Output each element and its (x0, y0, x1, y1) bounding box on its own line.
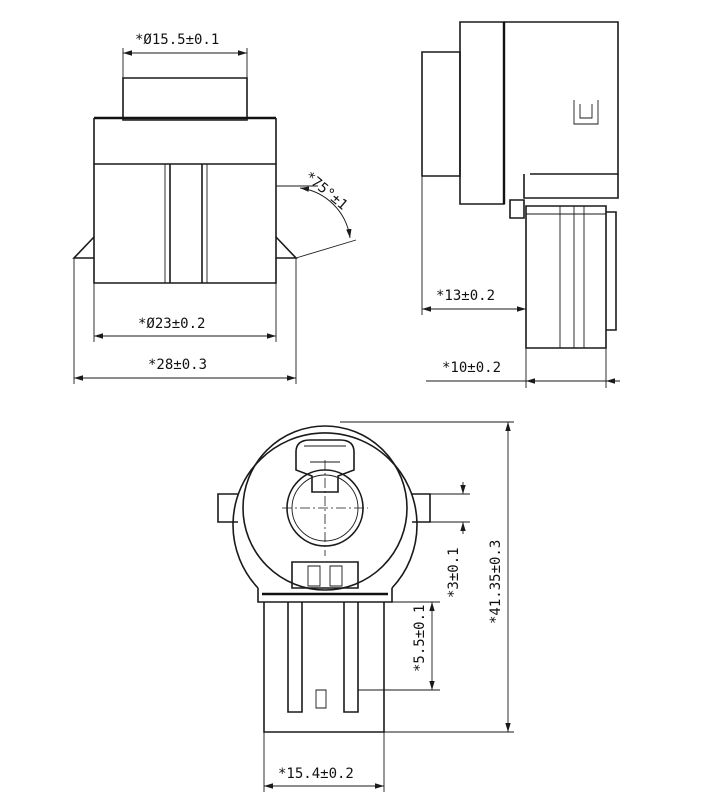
dim-bottom-height: *41.35±0.3 (488, 540, 504, 624)
dim-angle: *75°±1 (301, 169, 350, 214)
dim-offset-mid: *5.5±0.1 (412, 605, 428, 672)
bottom-dimensions: *41.35±0.3 *3±0.1 *5.5±0.1 *15.4±0.2 (263, 421, 514, 792)
front-view (72, 77, 298, 284)
dim-overall-width: *28±0.3 (148, 357, 207, 373)
dim-bottom-width: *15.4±0.2 (278, 766, 354, 782)
dim-mid-width: *Ø23±0.2 (138, 316, 205, 332)
bottom-view (217, 425, 431, 733)
side-dimensions: *13±0.2 *10±0.2 (421, 176, 620, 388)
dim-side-depth: *13±0.2 (436, 288, 495, 304)
dim-top-width: *Ø15.5±0.1 (135, 32, 219, 48)
dim-pin-depth: *10±0.2 (442, 360, 501, 376)
dim-offset-small: *3±0.1 (446, 547, 462, 598)
front-dimensions: *Ø15.5±0.1 *Ø23±0.2 *28±0.3 *75°±1 (73, 32, 357, 384)
side-view (421, 21, 619, 349)
